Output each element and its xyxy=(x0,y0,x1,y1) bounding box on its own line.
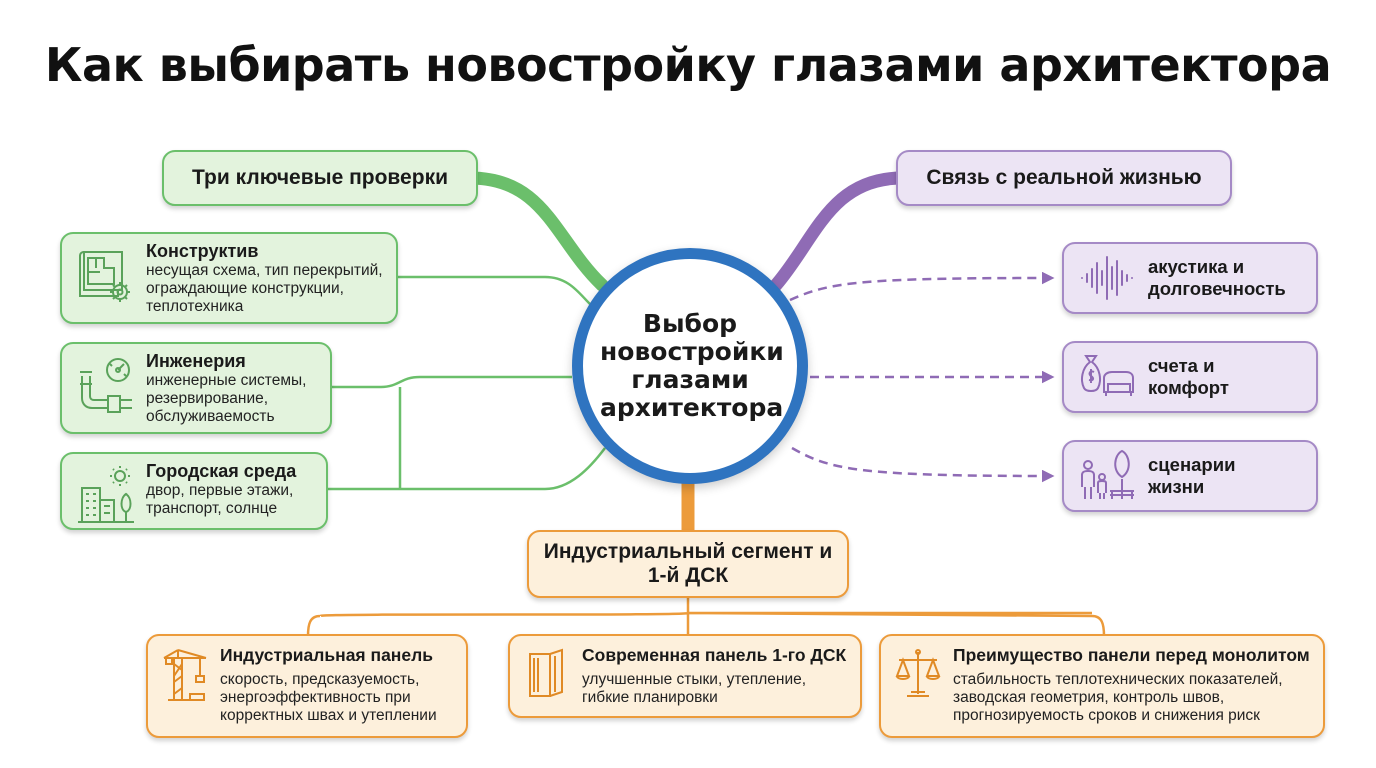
green-link-engineering xyxy=(330,375,572,389)
item-desc: несущая схема, тип перекрытий, ограждающ… xyxy=(146,262,383,315)
purple-arrow-1 xyxy=(789,271,1055,302)
item-title: сценарии жизни xyxy=(1148,454,1236,497)
bottom-heading: Индустриальный сегмент и 1-й ДСК xyxy=(543,540,833,587)
bottom-item-panel-advantage: Преимущество панели перед монолитом стаб… xyxy=(879,634,1325,738)
green-link-city xyxy=(326,447,606,491)
purple-arrow-3 xyxy=(791,446,1055,483)
right-item-acoustics: акустика и долговечность xyxy=(1062,242,1318,314)
left-item-engineering: Инженерия инженерные системы, резервиров… xyxy=(60,342,332,434)
green-main-branch xyxy=(463,171,609,292)
pipes-gauge-icon xyxy=(80,358,132,413)
sound-wave-icon xyxy=(1081,256,1133,300)
item-title: счета и комфорт xyxy=(1148,355,1229,398)
item-title: Индустриальная панель xyxy=(220,645,433,665)
item-desc: стабильность теплотехнических показателе… xyxy=(953,671,1283,724)
family-tree-icon xyxy=(1081,449,1134,499)
left-heading: Три ключевые проверки xyxy=(192,166,448,189)
crane-icon xyxy=(163,649,207,701)
bottom-item-industrial-panel: Индустриальная панель скорость, предсказ… xyxy=(146,634,468,738)
left-item-konstruktiv: Конструктив несущая схема, тип перекрыти… xyxy=(60,232,398,324)
item-desc: инженерные системы, резервирование, обсл… xyxy=(146,372,307,425)
page-title: Как выбирать новостройку глазами архитек… xyxy=(44,38,1332,92)
bottom-item-modern-panel: Современная панель 1-го ДСК улучшенные с… xyxy=(508,634,862,718)
item-title: Городская среда xyxy=(146,461,297,481)
right-item-bills: счета и комфорт xyxy=(1062,341,1318,413)
purple-main-branch xyxy=(769,171,909,292)
item-desc: улучшенные стыки, утепление, гибкие план… xyxy=(582,671,807,706)
bottom-heading-box: Индустриальный сегмент и 1-й ДСК xyxy=(527,530,849,598)
panel-icon xyxy=(529,648,563,697)
left-item-city: Городская среда двор, первые этажи, тран… xyxy=(60,452,328,530)
scales-icon xyxy=(895,649,941,697)
item-title: акустика и долговечность xyxy=(1148,256,1286,299)
item-title: Конструктив xyxy=(146,241,259,261)
orange-tree xyxy=(306,598,1106,637)
item-desc: скорость, предсказуемость, энергоэффекти… xyxy=(220,671,437,724)
item-desc: двор, первые этажи, транспорт, солнце xyxy=(146,482,294,517)
right-item-scenarios: сценарии жизни xyxy=(1062,440,1318,512)
item-title: Инженерия xyxy=(146,351,246,371)
left-heading-box: Три ключевые проверки xyxy=(162,150,478,206)
item-title: Современная панель 1-го ДСК xyxy=(582,645,847,665)
right-heading: Связь с реальной жизнью xyxy=(926,166,1202,189)
city-sun-icon xyxy=(78,466,134,523)
center-hub: Выбор новостройки глазами архитектора xyxy=(572,248,808,484)
money-bag-sofa-icon xyxy=(1081,355,1134,396)
item-title: Преимущество панели перед монолитом xyxy=(953,645,1310,665)
right-heading-box: Связь с реальной жизнью xyxy=(896,150,1232,206)
green-link-konstruktiv xyxy=(396,275,593,307)
blueprint-gear-icon xyxy=(79,251,130,302)
center-label: Выбор новостройки глазами архитектора xyxy=(600,309,784,422)
